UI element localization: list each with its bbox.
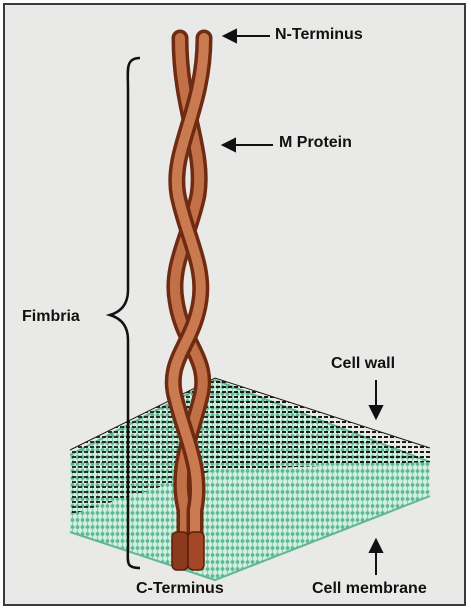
cell-wall-label: Cell wall bbox=[331, 355, 395, 373]
c-terminus-label: C-Terminus bbox=[136, 580, 224, 598]
cell-membrane-label: Cell membrane bbox=[312, 580, 427, 598]
c-terminus-anchor bbox=[172, 532, 204, 570]
fimbria-label: Fimbria bbox=[22, 308, 80, 326]
n-terminus-label: N-Terminus bbox=[275, 26, 363, 44]
m-protein-coil bbox=[173, 38, 204, 540]
m-protein-label: M Protein bbox=[279, 134, 352, 152]
